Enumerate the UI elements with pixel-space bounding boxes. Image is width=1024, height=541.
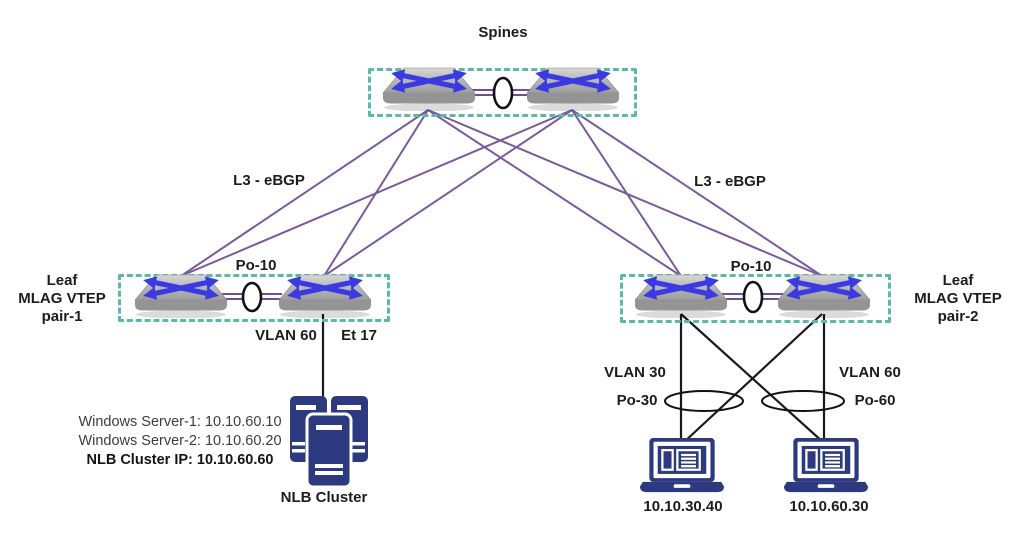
- leaf-pair-2-name: Leaf MLAG VTEP pair-2: [914, 272, 1002, 326]
- leaf-pair-2-box: [620, 274, 891, 323]
- host-1-laptop-icon: [640, 438, 724, 494]
- vlan60-left-label: VLAN 60: [255, 327, 317, 344]
- po60-label: Po-60: [854, 392, 896, 409]
- nlb-cluster-info: Windows Server-1: 10.10.60.10 Windows Se…: [78, 413, 281, 470]
- leaf-pair-1-line3: pair-1: [41, 308, 83, 325]
- po10-right-label: Po-10: [730, 258, 772, 275]
- leaf-pair-2-line1: Leaf: [942, 272, 974, 289]
- po10-left-label: Po-10: [235, 257, 277, 274]
- leaf-pair-1-box: [118, 274, 390, 322]
- peer-link-ovals: [241, 76, 764, 314]
- ebgp-uplinks: [180, 109, 823, 277]
- windows-server-1-line: Windows Server-1: 10.10.60.10: [78, 414, 282, 430]
- nlb-cluster-ip-line: NLB Cluster IP: 10.10.60.60: [86, 452, 274, 468]
- leaf-4-switch-icon: [776, 274, 872, 318]
- ebgp-left-label: L3 - eBGP: [233, 172, 305, 189]
- et17-label: Et 17: [341, 327, 377, 344]
- host-2-laptop-icon: [784, 438, 868, 494]
- windows-server-2-line: Windows Server-2: 10.10.60.20: [78, 433, 282, 449]
- leaf-1-switch-icon: [133, 274, 229, 318]
- mlag-peer-links: [222, 89, 786, 300]
- ebgp-right-label: L3 - eBGP: [694, 173, 766, 190]
- leaf-3-switch-icon: [633, 274, 729, 318]
- host-2-ip-label: 10.10.60.30: [789, 498, 869, 515]
- spine-group-box: [368, 68, 637, 117]
- port-channel-ovals: [664, 390, 845, 412]
- leaf-pair-2-line2: MLAG VTEP: [914, 290, 1002, 307]
- leaf-pair-1-line1: Leaf: [46, 272, 78, 289]
- spine-2-switch-icon: [525, 67, 621, 111]
- leaf-2-switch-icon: [277, 274, 373, 318]
- vlan30-label: VLAN 30: [604, 364, 666, 381]
- leaf-pair-1-line2: MLAG VTEP: [18, 290, 106, 307]
- nlb-cluster-label: NLB Cluster: [280, 489, 368, 506]
- po30-label: Po-30: [616, 392, 658, 409]
- vlan60-right-label: VLAN 60: [839, 364, 901, 381]
- host-links: [321, 313, 826, 444]
- host-1-ip-label: 10.10.30.40: [643, 498, 723, 515]
- nlb-server-icon: [289, 395, 369, 489]
- spine-1-switch-icon: [381, 67, 477, 111]
- leaf-pair-1-name: Leaf MLAG VTEP pair-1: [18, 272, 106, 326]
- leaf-pair-2-line3: pair-2: [937, 308, 979, 325]
- diagram-title: Spines: [478, 24, 528, 41]
